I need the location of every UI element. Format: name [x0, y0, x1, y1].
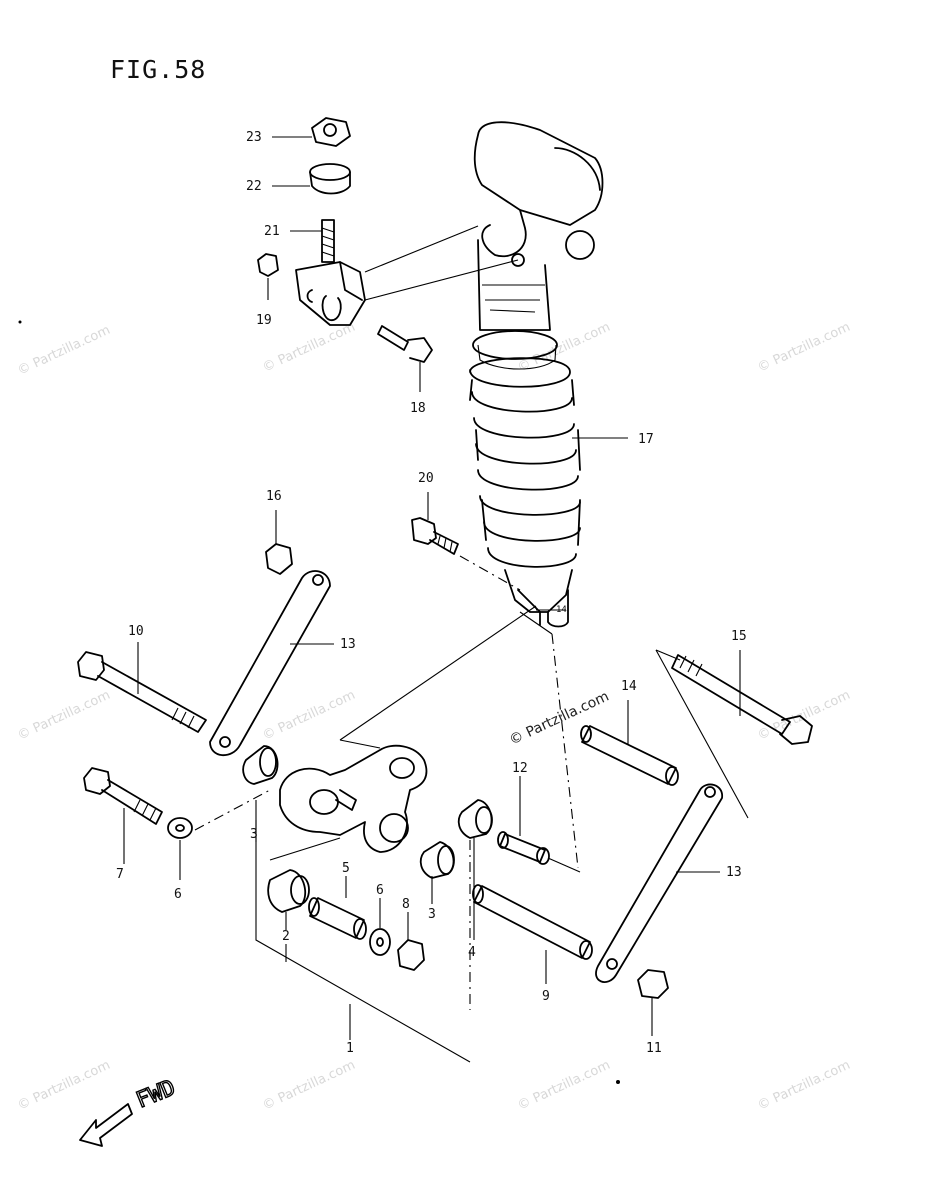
- nut-16: [265, 543, 293, 575]
- watermark: © Partzilla.com: [260, 1058, 357, 1114]
- watermark-center: © Partzilla.com: [507, 688, 612, 748]
- speck: [18, 320, 22, 324]
- bolt-7: [83, 767, 271, 839]
- speck: [616, 1080, 620, 1084]
- callout-13-left: 13: [340, 637, 356, 652]
- callout-21: 21: [264, 224, 280, 239]
- callout-23: 23: [246, 130, 262, 145]
- link-rod-13-right: [595, 783, 723, 983]
- callout-15: 15: [731, 629, 747, 644]
- watermark: © Partzilla.com: [755, 688, 852, 744]
- callout-12: 12: [512, 761, 528, 776]
- forward-direction-arrow: FWD: [79, 1075, 180, 1147]
- callout-9: 9: [542, 989, 550, 1004]
- leader-lines: [123, 136, 741, 1040]
- cushion-lever: [279, 744, 428, 853]
- bushing-2: [267, 869, 310, 913]
- watermark: © Partzilla.com: [515, 320, 612, 376]
- callout-5: 5: [342, 861, 350, 876]
- callout-6-right: 6: [376, 883, 384, 898]
- shock-absorber: 14: [469, 121, 604, 628]
- bushing-3-right: [419, 841, 455, 879]
- figure-title: FIG.58: [110, 55, 206, 84]
- bolt-15: [671, 654, 813, 745]
- bolt-20: [411, 517, 521, 591]
- nut-11: [637, 969, 669, 999]
- washer-6: [369, 928, 391, 956]
- watermark: © Partzilla.com: [15, 688, 112, 744]
- link-rod-13-left: [209, 570, 331, 757]
- callout-20: 20: [418, 471, 434, 486]
- pipe-9: [472, 884, 593, 960]
- bushing-3-left: [242, 745, 279, 785]
- callout-labels: 23 22 21 19 18 17 20 16 10 13 15 14 12 1…: [116, 130, 747, 1056]
- callout-10: 10: [128, 624, 144, 639]
- callout-13-right: 13: [726, 865, 742, 880]
- bush-12: [497, 831, 550, 865]
- watermark: © Partzilla.com: [260, 688, 357, 744]
- upper-bracket: [257, 117, 519, 326]
- callout-2: 2: [282, 929, 290, 944]
- watermark: © Partzilla.com: [515, 1058, 612, 1114]
- forward-arrow-icon: [79, 1103, 133, 1147]
- callout-7: 7: [116, 867, 124, 882]
- watermark: © Partzilla.com: [15, 323, 112, 379]
- sleeve-5: [308, 897, 367, 940]
- bolt-18: [377, 325, 433, 363]
- collar-14: [580, 725, 679, 786]
- callout-19: 19: [256, 313, 272, 328]
- callout-6-left: 6: [174, 887, 182, 902]
- forward-label: FWD: [133, 1075, 179, 1113]
- watermark: © Partzilla.com: [755, 320, 852, 376]
- callout-11: 11: [646, 1041, 662, 1056]
- watermark: © Partzilla.com: [755, 1058, 852, 1114]
- callout-3-right: 3: [428, 907, 436, 922]
- bolt-10: [77, 651, 207, 733]
- callout-1: 1: [346, 1041, 354, 1056]
- callout-14: 14: [621, 679, 637, 694]
- callout-18: 18: [410, 401, 426, 416]
- callout-22: 22: [246, 179, 262, 194]
- assembly-lines: [255, 605, 749, 1063]
- watermark: © Partzilla.com: [260, 320, 357, 376]
- callout-4: 4: [468, 945, 476, 960]
- callout-16: 16: [266, 489, 282, 504]
- bushing-4: [457, 799, 493, 839]
- callout-8: 8: [402, 897, 410, 912]
- callout-3-left: 3: [250, 827, 258, 842]
- watermark: © Partzilla.com: [15, 1058, 112, 1114]
- watermark-layer: © Partzilla.com © Partzilla.com © Partzi…: [15, 320, 852, 1114]
- callout-17: 17: [638, 432, 654, 447]
- nut-8: [397, 939, 425, 971]
- washer-6-hole: [376, 937, 384, 947]
